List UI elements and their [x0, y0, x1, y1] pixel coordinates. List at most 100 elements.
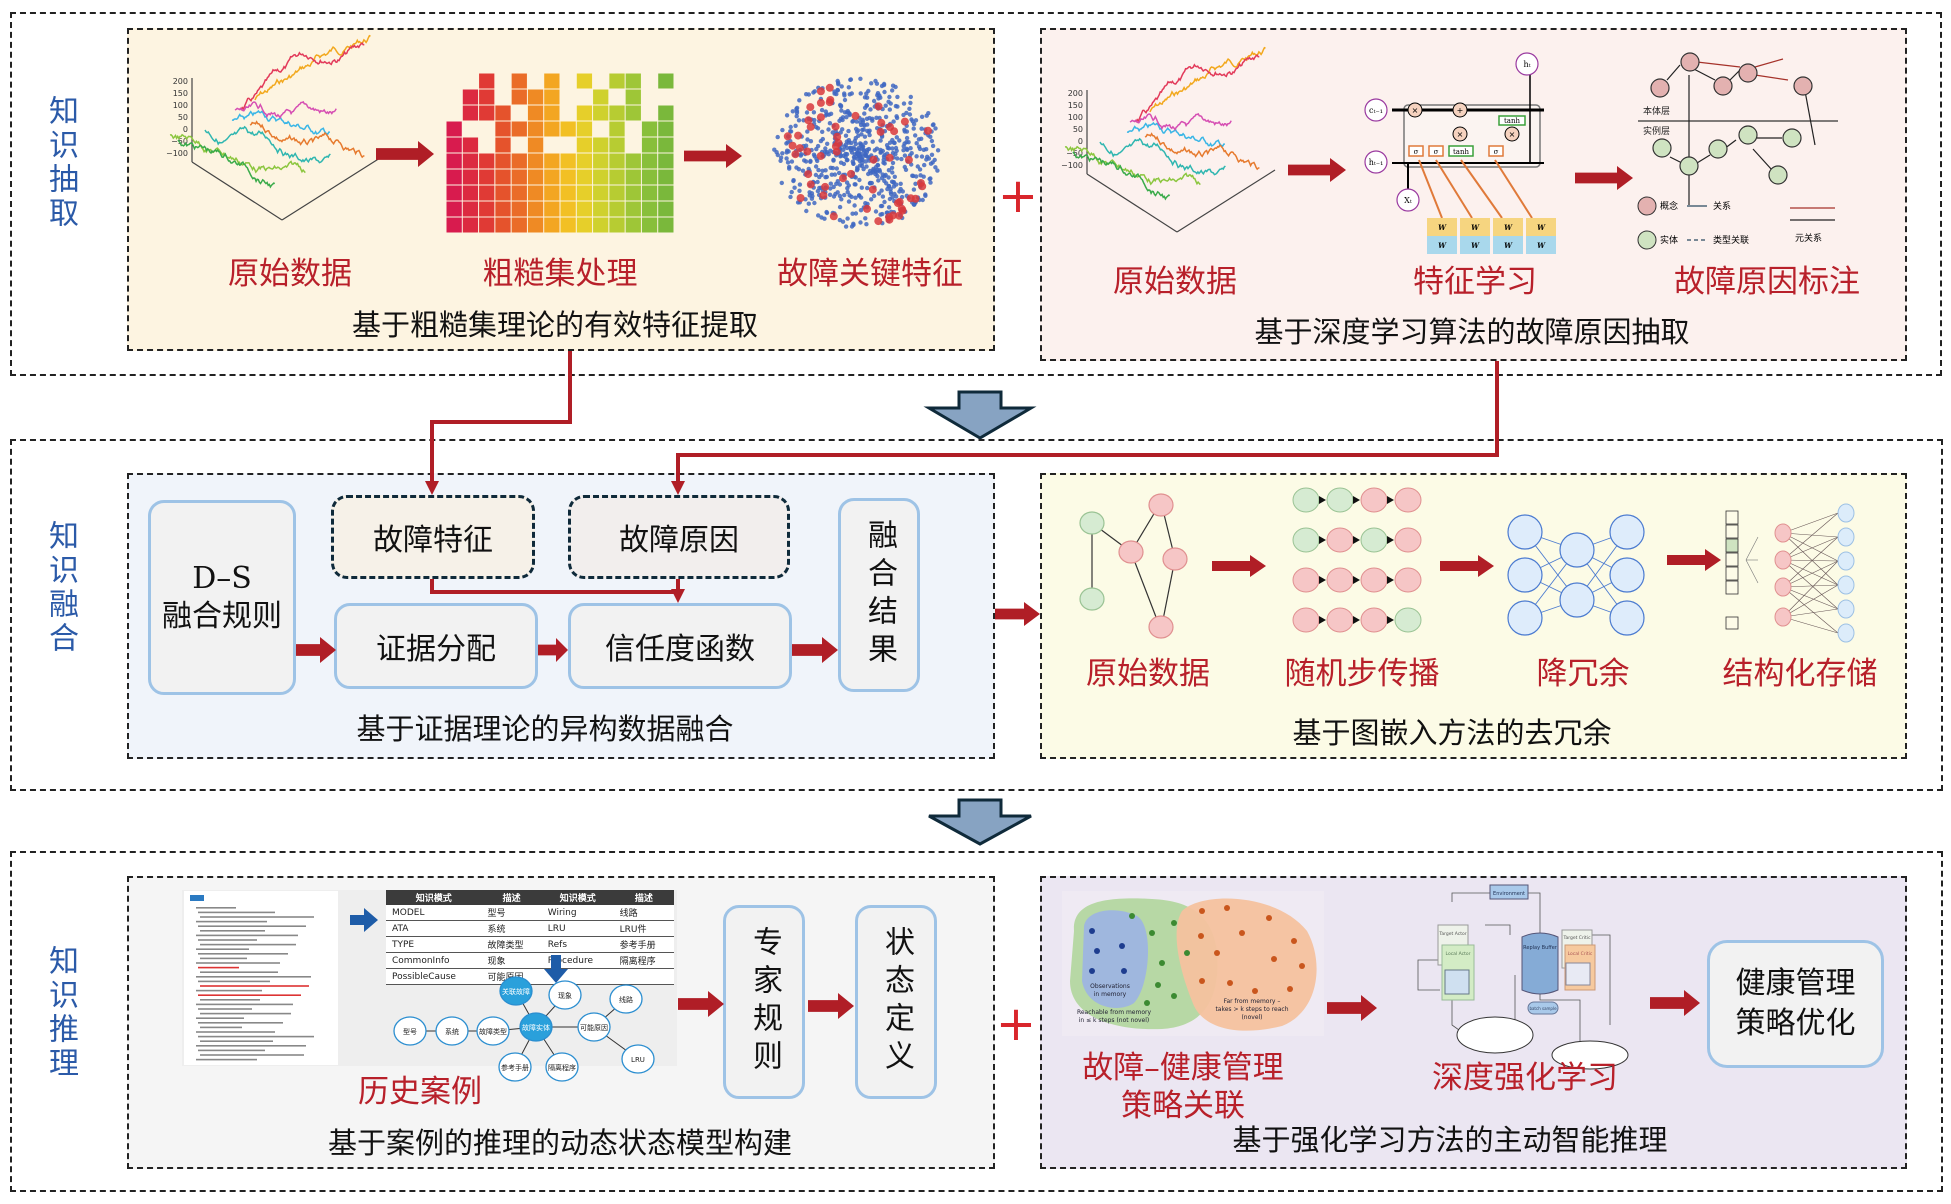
heatmap-cell — [609, 121, 625, 137]
walk-node — [1326, 607, 1354, 633]
scatter-point — [921, 147, 926, 152]
scatter-key-point — [916, 179, 925, 187]
scatter-point — [864, 164, 869, 169]
doc-line — [196, 920, 267, 923]
vector-cell — [1725, 538, 1739, 553]
scatter-key-point — [803, 147, 812, 156]
walk-arrow — [1387, 576, 1394, 584]
scatter-point — [855, 165, 860, 170]
flow-down-arrow-2 — [928, 798, 1032, 846]
scatter-point — [863, 140, 868, 145]
scatter-point — [784, 113, 790, 118]
walk-node — [1292, 487, 1320, 513]
walk-arrow — [1319, 496, 1326, 504]
step-label-raw-data-2: 原始数据 — [1113, 264, 1237, 300]
walk-arrow — [1319, 536, 1326, 544]
y-tick-label: 50 — [178, 113, 188, 122]
fusion-result-label: 融合结果 — [862, 519, 897, 671]
scatter-point — [879, 188, 884, 193]
scatter-point — [860, 127, 865, 133]
scatter-key-point — [900, 117, 909, 126]
y-tick-label: 200 — [173, 77, 188, 86]
graph-node-label: 现象 — [558, 991, 572, 1000]
heatmap-cell — [658, 153, 674, 169]
scatter-point — [875, 162, 880, 168]
scatter-point — [858, 142, 863, 148]
scatter-point — [797, 98, 802, 103]
scatter-point — [796, 118, 802, 123]
heatmap-cell — [593, 185, 609, 201]
scatter-point — [901, 101, 907, 106]
scatter-point — [788, 124, 793, 130]
heatmap-cell — [527, 169, 544, 185]
heatmap-cell — [609, 105, 625, 121]
storage-edge — [1782, 584, 1839, 588]
table-cell: 隔离程序 — [613, 952, 674, 969]
scatter-point — [904, 135, 910, 141]
heatmap-cell — [544, 185, 560, 201]
fault-feature-box: 故障特征 — [331, 495, 535, 579]
heatmap-cell — [576, 169, 593, 185]
state-definition-box: 状态定义 — [855, 905, 937, 1099]
scatter-point — [882, 199, 887, 205]
scatter-point — [928, 180, 933, 185]
scatter-point — [890, 170, 895, 175]
heatmap-cell — [446, 169, 462, 185]
scatter-point — [813, 164, 819, 169]
table-cell: 故障类型 — [481, 936, 542, 953]
scatter-point — [862, 105, 868, 110]
scatter-point — [929, 152, 935, 157]
ds-rule-box: D–S 融合规则 — [148, 500, 296, 695]
series-line — [234, 100, 337, 119]
storage-node — [1774, 577, 1792, 597]
heatmap-cell — [625, 201, 641, 217]
series-line — [1134, 54, 1260, 123]
scatter-point — [893, 145, 899, 151]
novel-node — [1287, 986, 1293, 992]
scatter-point — [882, 89, 887, 95]
scatter-point — [805, 129, 810, 134]
doc-line — [196, 962, 280, 964]
storage-edge — [1782, 532, 1839, 562]
scatter-point — [871, 98, 877, 104]
graph-node-label: 故障实体 — [522, 1023, 550, 1032]
scatter-point — [916, 137, 922, 142]
expert-rules-box: 专家规则 — [723, 905, 805, 1099]
heatmap-cell — [479, 153, 495, 169]
scatter-key-point — [831, 122, 840, 131]
storage-edge — [1782, 586, 1839, 610]
scatter-point — [811, 90, 816, 95]
scatter-point — [882, 178, 887, 184]
scatter-point — [935, 148, 941, 153]
scatter-point — [895, 156, 900, 161]
scatter-point — [930, 143, 936, 149]
expert-rules-label: 专家规则 — [747, 926, 782, 1078]
scatter-point — [785, 140, 790, 145]
optimize-line2: 策略优化 — [1735, 1006, 1856, 1041]
series-line — [1064, 145, 1201, 186]
series-line — [1099, 137, 1226, 176]
heatmap-cell — [495, 217, 511, 233]
scatter-key-point — [874, 102, 883, 111]
scatter-point — [845, 216, 850, 221]
walk-node — [1292, 567, 1320, 593]
svg-text:W: W — [1504, 241, 1513, 250]
panel-caption-case-reasoning: 基于案例的推理的动态状态模型构建 — [327, 1126, 793, 1160]
ds-rule-line2: 融合规则 — [162, 598, 282, 634]
step-label-feature-learning: 特征学习 — [1413, 264, 1537, 300]
scatter-point — [819, 172, 824, 178]
table-cell: LRU件 — [613, 920, 674, 937]
walk-node — [1292, 607, 1320, 633]
heatmap-cell — [593, 217, 609, 233]
scatter-key-point — [816, 152, 825, 160]
scatter-point — [784, 150, 789, 155]
heatmap-cell — [560, 153, 576, 169]
y-tick-label: 0 — [1078, 137, 1083, 146]
scatter-point — [909, 151, 914, 156]
scatter-point — [913, 118, 919, 123]
graph-node — [621, 1044, 655, 1074]
table-cell: PossibleCause — [386, 968, 482, 985]
scatter-point — [830, 130, 835, 135]
scatter-key-point — [924, 126, 932, 135]
scatter-point — [868, 181, 873, 186]
